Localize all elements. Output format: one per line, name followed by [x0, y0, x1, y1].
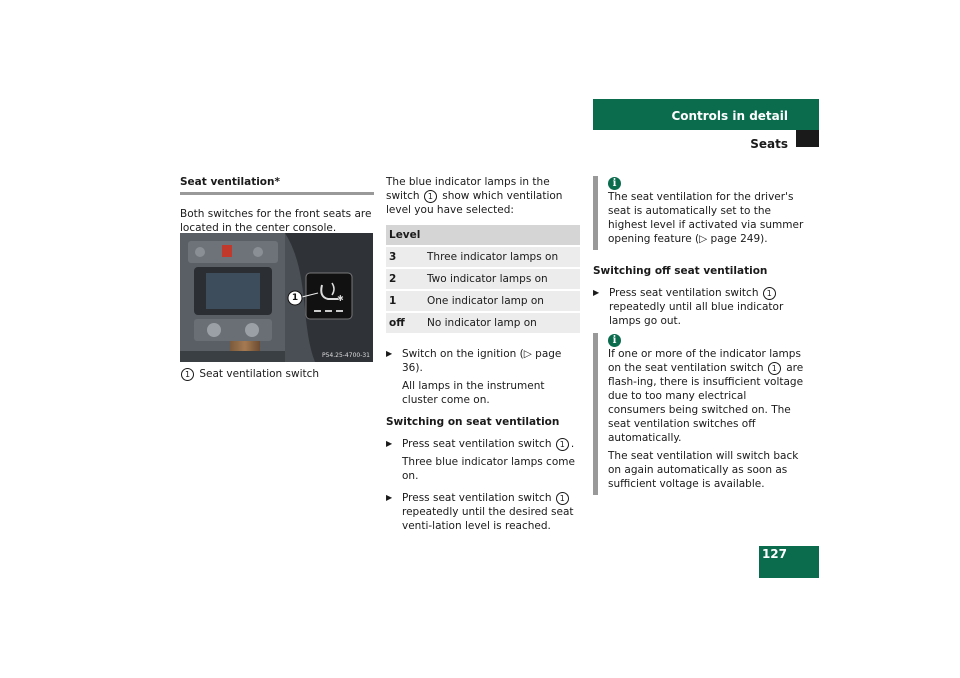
step-repeat: Press seat ventilation switch 1 repeated…: [386, 491, 582, 533]
column-2: The blue indicator lamps in the switch 1…: [386, 175, 582, 537]
table-cell-level: off: [386, 311, 424, 333]
note2-text-a: If one or more of the indicator lamps on…: [608, 348, 801, 374]
table-row: 3 Three indicator lamps on: [386, 245, 580, 268]
table-row: 2 Two indicator lamps on: [386, 267, 580, 290]
info-note-summer-opening: i The seat ventilation for the driver's …: [593, 176, 804, 250]
photo-callout-1: 1: [291, 293, 299, 303]
callout-number: 1: [767, 362, 781, 375]
callout-number: 1: [762, 287, 776, 300]
callout-number: 1: [555, 492, 569, 505]
callout-number: 1: [423, 190, 437, 203]
page-ref-icon: ▷: [699, 233, 708, 245]
table-cell-desc: Two indicator lamps on: [424, 267, 580, 290]
table-header-row: Level: [386, 225, 580, 246]
page-number-box: [759, 546, 819, 578]
step-ignition: Switch on the ignition (▷ page 36).: [386, 347, 582, 375]
table-row: 1 One indicator lamp on: [386, 289, 580, 312]
note2-text: If one or more of the indicator lamps on…: [608, 347, 804, 445]
heading-switch-off: Switching off seat ventilation: [593, 265, 768, 277]
step-off: Press seat ventilation switch 1 repeated…: [593, 286, 789, 328]
indicator-intro-a: The blue indicator lamps in the switch: [386, 176, 550, 202]
callout-number: 1: [555, 438, 569, 451]
header-bar: [593, 99, 819, 130]
page-ref-link[interactable]: page 36).: [402, 348, 562, 374]
step-off-b: repeatedly until all blue indicator lamp…: [609, 301, 784, 327]
intro-text: Both switches for the front seats are lo…: [180, 208, 372, 234]
ventilation-level-table: Level 3 Three indicator lamps on 2 Two i…: [386, 225, 580, 333]
console-illustration: ✱: [180, 233, 373, 362]
info-icon: i: [608, 334, 621, 347]
section-title: Seats: [750, 137, 788, 151]
svg-text:✱: ✱: [337, 294, 344, 303]
indicator-intro-b: show which ventilation level you have se…: [386, 190, 563, 216]
page-number: 127: [761, 547, 787, 561]
note-lamps: All lamps in the instrument cluster come…: [402, 380, 545, 406]
heading-switch-on: Switching on seat ventilation: [386, 416, 560, 428]
step-repeat-a: Press seat ventilation switch: [402, 492, 552, 504]
photo-caption: 1 Seat ventilation switch: [180, 367, 374, 381]
step-press-a: Press seat ventilation switch: [402, 438, 552, 450]
step-off-a: Press seat ventilation switch: [609, 287, 759, 299]
table-row: off No indicator lamp on: [386, 311, 580, 333]
table-header-level: Level: [386, 225, 580, 246]
note2-text-p2: The seat ventilation will switch back on…: [608, 450, 799, 490]
step-repeat-b: repeatedly until the desired seat venti-…: [402, 506, 574, 532]
table-cell-level: 1: [386, 289, 424, 312]
chapter-title: Controls in detail: [671, 109, 788, 123]
column-1: Seat ventilation* Both switches for the …: [180, 175, 374, 241]
page-ref-icon: ▷: [523, 348, 532, 360]
caption-callout-number: 1: [181, 368, 194, 381]
step-ignition-a: Switch on the ignition (: [402, 348, 524, 360]
info-icon: i: [608, 177, 621, 190]
table-cell-desc: Three indicator lamps on: [424, 245, 580, 268]
table-cell-level: 2: [386, 267, 424, 290]
info-note-voltage: i If one or more of the indicator lamps …: [593, 333, 804, 495]
note2-text-b: are flash-ing, there is insufficient vol…: [608, 362, 804, 444]
page-ref-link[interactable]: page 249).: [710, 233, 768, 245]
note1-text-a: The seat ventilation for the driver's se…: [608, 191, 804, 245]
seat-ventilation-title: Seat ventilation*: [180, 176, 280, 188]
title-rule: [180, 192, 374, 195]
table-cell-desc: One indicator lamp on: [424, 289, 580, 312]
header-tab-marker: [796, 130, 819, 147]
note1-text: The seat ventilation for the driver's se…: [608, 190, 804, 246]
caption-text: Seat ventilation switch: [199, 368, 320, 380]
note-three-lamps: Three blue indicator lamps come on.: [402, 456, 575, 482]
step-press-b: .: [570, 438, 575, 450]
table-cell-level: 3: [386, 245, 424, 268]
switch-off-section: Switching off seat ventilation Press sea…: [593, 264, 789, 332]
table-cell-desc: No indicator lamp on: [424, 311, 580, 333]
indicator-intro: The blue indicator lamps in the switch 1…: [386, 175, 582, 217]
center-console-photo: ✱ 1 P54.25-4700-31: [180, 233, 373, 362]
photo-code: P54.25-4700-31: [321, 352, 370, 359]
step-press: Press seat ventilation switch 1.: [386, 437, 582, 451]
